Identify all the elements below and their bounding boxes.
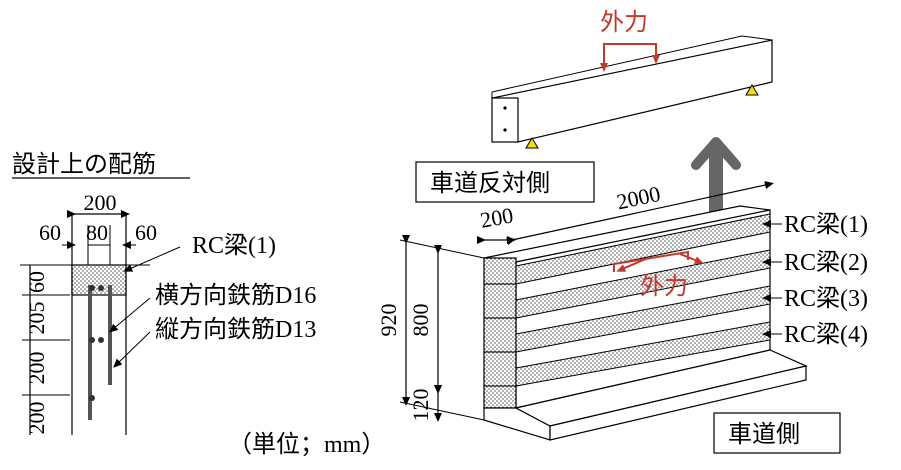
far-side-label: 車道反対側 <box>430 170 550 197</box>
label-horizontal-rebar: 横方向鉄筋D16 <box>155 282 316 309</box>
dim-920: 920 <box>376 304 401 337</box>
beam-end-dot-2 <box>503 128 507 132</box>
force-label-mid: 外力 <box>640 273 688 300</box>
vdim-60: 60 <box>24 271 49 293</box>
support-right <box>745 84 759 96</box>
beam-end-face <box>491 97 519 143</box>
beam-stripe-1 <box>515 213 771 285</box>
beam-label-1: RC梁(1) <box>784 211 868 238</box>
support-left <box>525 137 539 149</box>
dim-200: 200 <box>478 202 515 232</box>
beam-body <box>491 39 773 143</box>
beam-stripe-4 <box>515 321 771 387</box>
force-arrow-3 <box>616 257 649 272</box>
beam-stripe-2 <box>515 249 771 319</box>
dim-800: 800 <box>408 304 433 337</box>
leader-beam <box>123 246 181 272</box>
leader-vertical <box>113 331 151 368</box>
barrier: 2000 200 外力 920 800 120 <box>376 181 868 441</box>
force-label-top: 外力 <box>600 9 648 36</box>
near-side-label: 車道側 <box>728 421 800 448</box>
beam-label-3: RC梁(3) <box>784 285 868 312</box>
dim-60-right: 60 <box>135 220 157 245</box>
near-side-box <box>713 412 841 454</box>
beam-stripe-3 <box>515 285 771 353</box>
vdim-200-b: 200 <box>24 402 49 435</box>
section-rc-beam <box>71 264 127 296</box>
leader-horizontal <box>108 297 151 333</box>
rebar-dot-5 <box>89 395 95 401</box>
ext-line-top <box>399 239 485 259</box>
rebar-dot-3 <box>89 337 95 343</box>
section-title: 設計上の配筋 <box>12 151 156 178</box>
force-bracket <box>603 43 657 52</box>
cross-section: 設計上の配筋 200 60 80 60 60 205 200 200 <box>12 151 385 458</box>
label-vertical-rebar: 縦方向鉄筋D13 <box>155 316 316 343</box>
beam-model: 外力 <box>491 9 773 149</box>
arrow-head <box>691 137 741 170</box>
beam-label-2: RC梁(2) <box>784 249 868 276</box>
beam-label-4: RC梁(4) <box>784 321 868 348</box>
rebar-dot-2 <box>98 285 104 291</box>
force-bracket-2 <box>613 250 689 272</box>
rebar-dot-1 <box>89 285 95 291</box>
rebar-dot-4 <box>98 337 104 343</box>
units-note: （単位；mm） <box>228 431 385 458</box>
beam-top-face <box>491 35 773 99</box>
barrier-base-front <box>549 365 807 441</box>
dim-200-width: 200 <box>84 190 117 215</box>
label-rc-beam: RC梁(1) <box>192 232 276 259</box>
dim-2000-line <box>506 181 774 245</box>
barrier-end-face <box>483 257 517 409</box>
vdim-205: 205 <box>24 302 49 335</box>
beam-end-dot-1 <box>503 106 507 110</box>
vdim-200-a: 200 <box>24 352 49 385</box>
dim-80-mid: 80 <box>86 220 108 245</box>
force-arrow-4 <box>679 253 704 264</box>
dim-60-left: 60 <box>39 220 61 245</box>
ext-line-bottom <box>399 401 485 421</box>
